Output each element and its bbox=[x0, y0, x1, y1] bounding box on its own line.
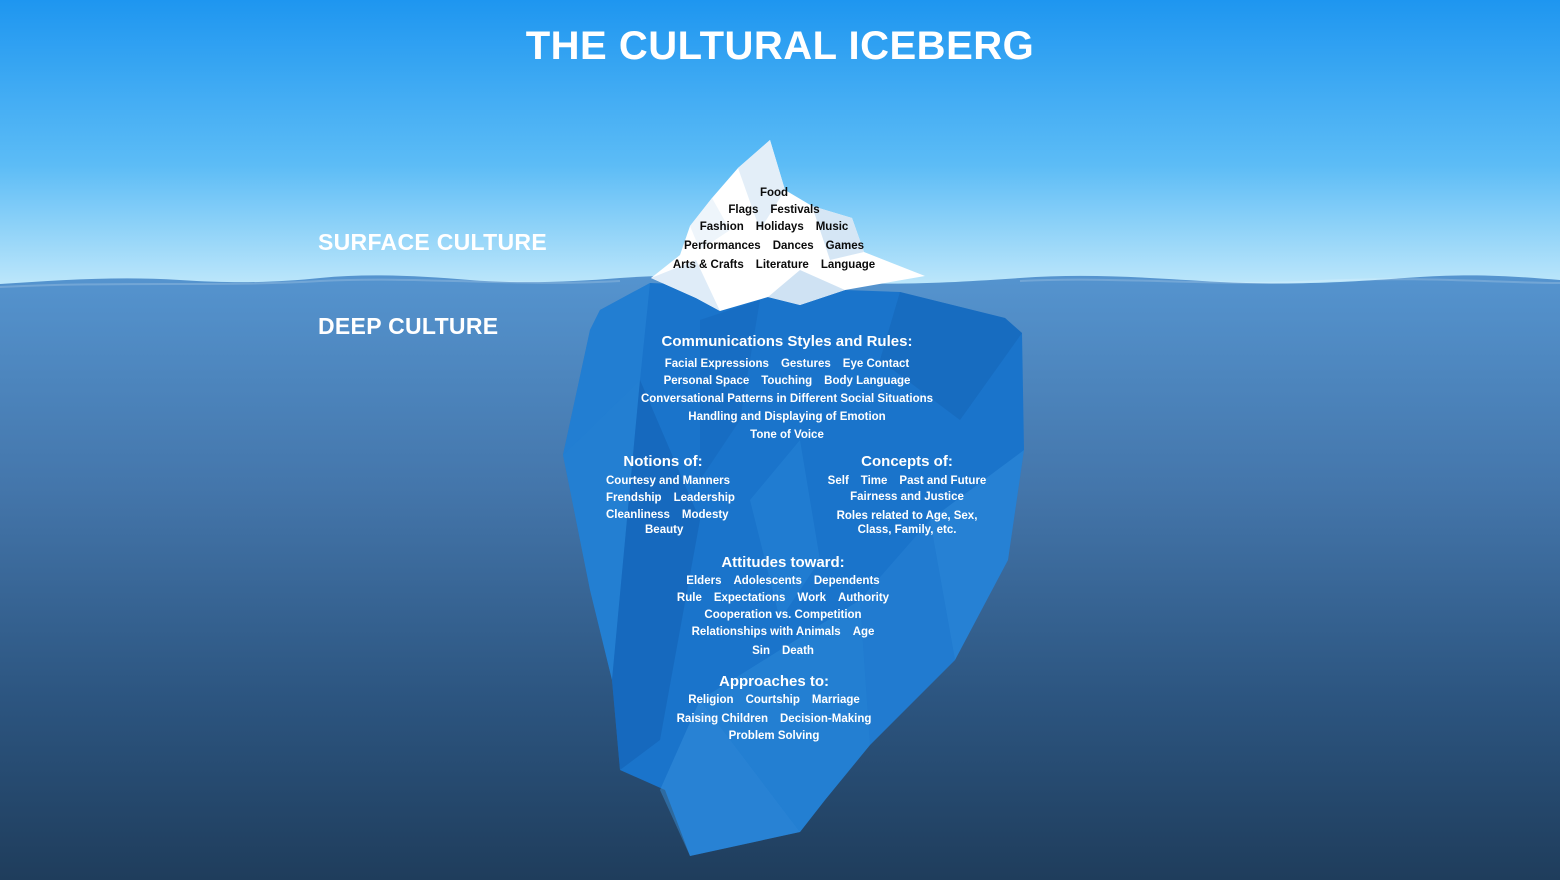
attitudes-item: Work bbox=[797, 592, 826, 604]
notions-item: Cleanliness bbox=[606, 509, 670, 521]
approaches-item: Decision-Making bbox=[779, 713, 872, 725]
surface-culture-row: Performances Dances Games bbox=[684, 240, 864, 252]
surface-culture-item: Fashion bbox=[699, 221, 744, 233]
attitudes-item: Cooperation vs. Competition bbox=[704, 609, 862, 621]
communication-row: Conversational Patterns in Different Soc… bbox=[641, 393, 933, 405]
attitudes-heading: Attitudes toward: bbox=[721, 554, 845, 571]
communication-item: Body Language bbox=[824, 375, 911, 387]
communication-item: Gestures bbox=[780, 358, 831, 370]
approaches-row: Religion Courtship Marriage bbox=[688, 694, 860, 706]
attitudes-item: Rule bbox=[676, 592, 702, 604]
attitudes-item: Expectations bbox=[713, 592, 786, 604]
surface-culture-item: Food bbox=[759, 187, 789, 199]
attitudes-row: Elders Adolescents Dependents bbox=[686, 575, 879, 587]
surface-culture-label: SURFACE CULTURE bbox=[318, 229, 547, 255]
approaches-item: Courtship bbox=[745, 694, 800, 706]
notions-item: Leadership bbox=[673, 492, 735, 504]
concepts-item: Time bbox=[860, 475, 888, 487]
iceberg-underwater bbox=[563, 283, 1024, 856]
attitudes-row: Sin Death bbox=[752, 645, 814, 657]
communication-heading: Communications Styles and Rules: bbox=[661, 333, 913, 350]
attitudes-item: Elders bbox=[686, 575, 722, 587]
iceberg-tip bbox=[651, 140, 925, 311]
approaches-item: Problem Solving bbox=[728, 730, 820, 742]
approaches-item: Religion bbox=[688, 694, 734, 706]
approaches-row: Problem Solving bbox=[729, 730, 820, 742]
surface-culture-item: Festivals bbox=[770, 204, 820, 216]
communication-item: Tone of Voice bbox=[750, 429, 824, 441]
communication-row: Tone of Voice bbox=[750, 429, 824, 441]
communication-row: Handling and Displaying of Emotion bbox=[688, 411, 885, 423]
surface-culture-item: Dances bbox=[772, 240, 814, 252]
concepts-item: Fairness and Justice bbox=[850, 491, 964, 503]
notions-row: Frendship Leadership bbox=[606, 492, 735, 504]
surface-culture-item: Music bbox=[815, 221, 849, 233]
approaches-item: Raising Children bbox=[676, 713, 768, 725]
concepts-row: Roles related to Age, Sex, bbox=[837, 510, 978, 522]
surface-culture-item: Arts & Crafts bbox=[672, 259, 744, 271]
notions-item: Beauty bbox=[645, 524, 684, 536]
surface-culture-item: Holidays bbox=[755, 221, 804, 233]
concepts-item: Class, Family, etc. bbox=[857, 524, 957, 536]
notions-row: Cleanliness Modesty bbox=[606, 509, 729, 521]
concepts-row: Fairness and Justice bbox=[850, 491, 964, 503]
attitudes-item: Dependents bbox=[813, 575, 880, 587]
attitudes-item: Death bbox=[781, 645, 814, 657]
notions-item: Modesty bbox=[681, 509, 729, 521]
water-shimmer bbox=[0, 278, 1560, 288]
notions-item: Courtesy and Manners bbox=[606, 475, 730, 487]
concepts-row: Class, Family, etc. bbox=[858, 524, 957, 536]
concepts-heading: Concepts of: bbox=[861, 453, 953, 470]
approaches-heading: Approaches to: bbox=[718, 673, 830, 690]
page-title: THE CULTURAL ICEBERG bbox=[525, 24, 1035, 68]
notions-heading: Notions of: bbox=[623, 453, 703, 470]
approaches-item: Marriage bbox=[811, 694, 860, 706]
communication-item: Facial Expressions bbox=[664, 358, 769, 370]
approaches-row: Raising Children Decision-Making bbox=[677, 713, 872, 725]
attitudes-item: Age bbox=[852, 626, 875, 638]
concepts-item: Past and Future bbox=[899, 475, 987, 487]
deep-culture-label: DEEP CULTURE bbox=[318, 313, 499, 339]
communication-row: Personal Space Touching Body Language bbox=[664, 375, 911, 387]
communication-item: Touching bbox=[761, 375, 813, 387]
concepts-item: Self bbox=[827, 475, 849, 487]
attitudes-item: Adolescents bbox=[733, 575, 802, 587]
notions-row: Courtesy and Manners bbox=[606, 475, 730, 487]
surface-culture-item: Literature bbox=[755, 259, 809, 271]
attitudes-row: Relationships with Animals Age bbox=[692, 626, 875, 638]
concepts-item: Roles related to Age, Sex, bbox=[836, 510, 978, 522]
surface-culture-item: Games bbox=[825, 240, 864, 252]
concepts-row: Self Time Past and Future bbox=[828, 475, 987, 487]
communication-item: Eye Contact bbox=[842, 358, 910, 370]
attitudes-item: Sin bbox=[752, 645, 770, 657]
communication-item: Handling and Displaying of Emotion bbox=[688, 411, 886, 423]
communication-row: Facial Expressions Gestures Eye Contact bbox=[665, 358, 910, 370]
communication-item: Conversational Patterns in Different Soc… bbox=[640, 393, 934, 405]
attitudes-item: Authority bbox=[837, 592, 890, 604]
surface-culture-row: Arts & Crafts Literature Language bbox=[673, 259, 875, 271]
surface-culture-item: Performances bbox=[684, 240, 761, 252]
surface-culture-row: Fashion Holidays Music bbox=[700, 221, 849, 233]
surface-culture-item: Flags bbox=[728, 204, 759, 216]
attitudes-row: Cooperation vs. Competition bbox=[704, 609, 861, 621]
surface-culture-row: Flags Festivals bbox=[728, 204, 819, 216]
surface-culture-row: Food bbox=[760, 187, 788, 199]
communication-item: Personal Space bbox=[663, 375, 750, 387]
attitudes-row: Rule Expectations Work Authority bbox=[677, 592, 889, 604]
surface-culture-item: Language bbox=[820, 259, 876, 271]
iceberg-facets bbox=[563, 283, 1024, 856]
attitudes-item: Relationships with Animals bbox=[691, 626, 841, 638]
notions-row: Beauty bbox=[645, 524, 683, 536]
notions-item: Frendship bbox=[606, 492, 662, 504]
